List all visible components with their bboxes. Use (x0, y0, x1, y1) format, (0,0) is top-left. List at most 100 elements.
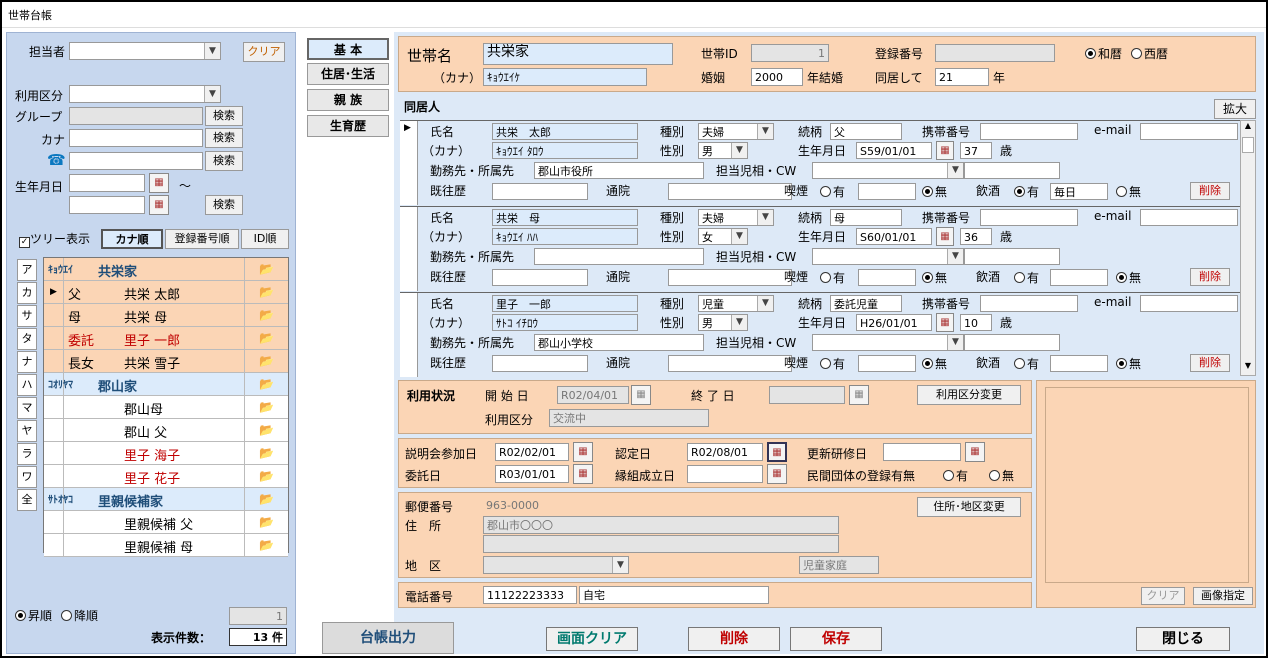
member-birth-input[interactable]: H26/01/01 (856, 314, 932, 331)
scroll-up-icon[interactable]: ▲ (1244, 121, 1252, 130)
phone-input[interactable] (69, 152, 203, 170)
smoke-yes-radio[interactable]: 有 (820, 355, 845, 372)
tree-row[interactable]: 郡山 父📂 (44, 419, 288, 442)
tree-row[interactable]: 里子 花子📂 (44, 465, 288, 488)
calendar-icon[interactable]: ▦ (936, 313, 954, 332)
kana-index-button[interactable]: ヤ (17, 420, 37, 442)
address-input-1[interactable]: 郡山市〇〇〇 (483, 516, 839, 534)
marriage-year-input[interactable]: 2000 (751, 68, 803, 86)
birthday-to-input[interactable] (69, 196, 145, 214)
smoke-no-radio[interactable]: 無 (922, 183, 947, 200)
phone-search-button[interactable]: 検索 (205, 151, 243, 171)
member-work-input[interactable]: 郡山小学校 (534, 334, 704, 351)
folder-open-icon[interactable]: 📂 (244, 304, 288, 326)
sort-reg-button[interactable]: 登録番号順 (165, 229, 239, 249)
kana-index-button[interactable]: カ (17, 282, 37, 304)
phone-number-input[interactable]: 11122223333 (483, 586, 577, 604)
tree-row[interactable]: ｷｮｳｴｲ共栄家📂 (44, 258, 288, 281)
address-change-button[interactable]: 住所･地区変更 (917, 497, 1021, 517)
member-birth-input[interactable]: S59/01/01 (856, 142, 932, 159)
tree-row[interactable]: ▶父共栄 太郎📂 (44, 281, 288, 304)
kana-index-button[interactable]: ラ (17, 443, 37, 465)
member-kana-input[interactable]: ｷｮｳｴｲ ﾀﾛｳ (492, 142, 638, 159)
zip-input[interactable]: 963-0000 (483, 497, 545, 515)
folder-open-icon[interactable]: 📂 (244, 327, 288, 349)
tab-living[interactable]: 住居･生活 (307, 63, 389, 85)
kana-index-button[interactable]: ハ (17, 374, 37, 396)
calendar-icon[interactable]: ▦ (767, 464, 787, 484)
kana-index-button[interactable]: マ (17, 397, 37, 419)
tree-row[interactable]: 里子 海子📂 (44, 442, 288, 465)
calendar-icon[interactable]: ▦ (573, 442, 593, 462)
member-relation-input[interactable]: 父 (830, 123, 902, 140)
member-history-input[interactable] (492, 183, 588, 200)
sort-kana-button[interactable]: カナ順 (101, 229, 163, 249)
drink-no-radio[interactable]: 無 (1116, 183, 1141, 200)
district-select[interactable]: ▼ (483, 556, 629, 574)
member-staff-select[interactable]: ▼ (812, 248, 964, 265)
folder-open-icon[interactable]: 📂 (244, 350, 288, 372)
tree-row[interactable]: 委託里子 一郎📂 (44, 327, 288, 350)
member-hospital-input[interactable] (668, 183, 792, 200)
calendar-icon[interactable]: ▦ (965, 442, 985, 462)
member-name-input[interactable]: 共栄 母 (492, 209, 638, 226)
photo-select-button[interactable]: 画像指定 (1193, 587, 1253, 605)
folder-open-icon[interactable]: 📂 (244, 488, 288, 510)
calendar-icon[interactable]: ▦ (936, 141, 954, 160)
briefing-input[interactable]: R02/02/01 (495, 443, 569, 461)
calendar-icon[interactable]: ▦ (149, 173, 169, 193)
save-button[interactable]: 保存 (790, 627, 882, 651)
address-input-2[interactable] (483, 535, 839, 553)
member-staff-extra[interactable] (964, 162, 1060, 179)
drink-no-radio[interactable]: 無 (1116, 269, 1141, 286)
member-history-input[interactable] (492, 269, 588, 286)
kana-index-button[interactable]: タ (17, 328, 37, 350)
clear-filter-button[interactable]: クリア (243, 42, 285, 62)
kana-index-button[interactable]: 全 (17, 489, 37, 511)
calendar-icon[interactable]: ▦ (149, 195, 169, 215)
household-kana-input[interactable]: ｷｮｳｴｲｹ (483, 68, 647, 86)
member-scrollbar[interactable]: ▲ ▼ (1240, 120, 1256, 376)
tab-basic[interactable]: 基 本 (307, 38, 389, 60)
tab-history[interactable]: 生育歴 (307, 115, 389, 137)
change-kubun-button[interactable]: 利用区分変更 (917, 385, 1021, 405)
member-smoke-note[interactable] (858, 269, 916, 286)
row-selector[interactable]: ▶ (400, 121, 418, 205)
member-name-input[interactable]: 共栄 太郎 (492, 123, 638, 140)
smoke-no-radio[interactable]: 無 (922, 269, 947, 286)
kana-search-button[interactable]: 検索 (205, 128, 243, 148)
folder-open-icon[interactable]: 📂 (244, 534, 288, 556)
renew-input[interactable] (883, 443, 961, 461)
member-work-input[interactable]: 郡山市役所 (534, 162, 704, 179)
member-sex-select[interactable]: 男▼ (698, 314, 748, 331)
tree-row[interactable]: ｺｵﾘﾔﾏ郡山家📂 (44, 373, 288, 396)
folder-open-icon[interactable]: 📂 (244, 258, 288, 280)
tree-row[interactable]: 長女共栄 雪子📂 (44, 350, 288, 373)
asc-radio[interactable]: 昇順 (15, 607, 52, 624)
birthday-search-button[interactable]: 検索 (205, 195, 243, 215)
drink-no-radio[interactable]: 無 (1116, 355, 1141, 372)
folder-open-icon[interactable]: 📂 (244, 396, 288, 418)
folder-open-icon[interactable]: 📂 (244, 465, 288, 487)
kana-index-button[interactable]: サ (17, 305, 37, 327)
member-work-input[interactable] (534, 248, 704, 265)
birthday-from-input[interactable] (69, 174, 145, 192)
member-email-input[interactable] (1140, 295, 1238, 312)
child-home-select[interactable]: 児童家庭 (799, 556, 879, 574)
member-mobile-input[interactable] (980, 295, 1078, 312)
folder-open-icon[interactable]: 📂 (244, 511, 288, 533)
member-staff-select[interactable]: ▼ (812, 334, 964, 351)
member-kana-input[interactable]: ｷｮｳｴｲ ﾊﾊ (492, 228, 638, 245)
approve-input[interactable]: R02/08/01 (687, 443, 763, 461)
photo-clear-button[interactable]: クリア (1141, 587, 1185, 605)
delete-button[interactable]: 削除 (688, 627, 780, 651)
riyou-kubun-select[interactable]: ▼ (69, 85, 221, 103)
smoke-yes-radio[interactable]: 有 (820, 269, 845, 286)
member-staff-select[interactable]: ▼ (812, 162, 964, 179)
tantousha-select[interactable]: ▼ (69, 42, 221, 60)
member-hospital-input[interactable] (668, 355, 792, 372)
member-delete-button[interactable]: 削除 (1190, 354, 1230, 372)
row-selector[interactable] (400, 207, 418, 291)
folder-open-icon[interactable]: 📂 (244, 281, 288, 303)
member-staff-extra[interactable] (964, 248, 1060, 265)
